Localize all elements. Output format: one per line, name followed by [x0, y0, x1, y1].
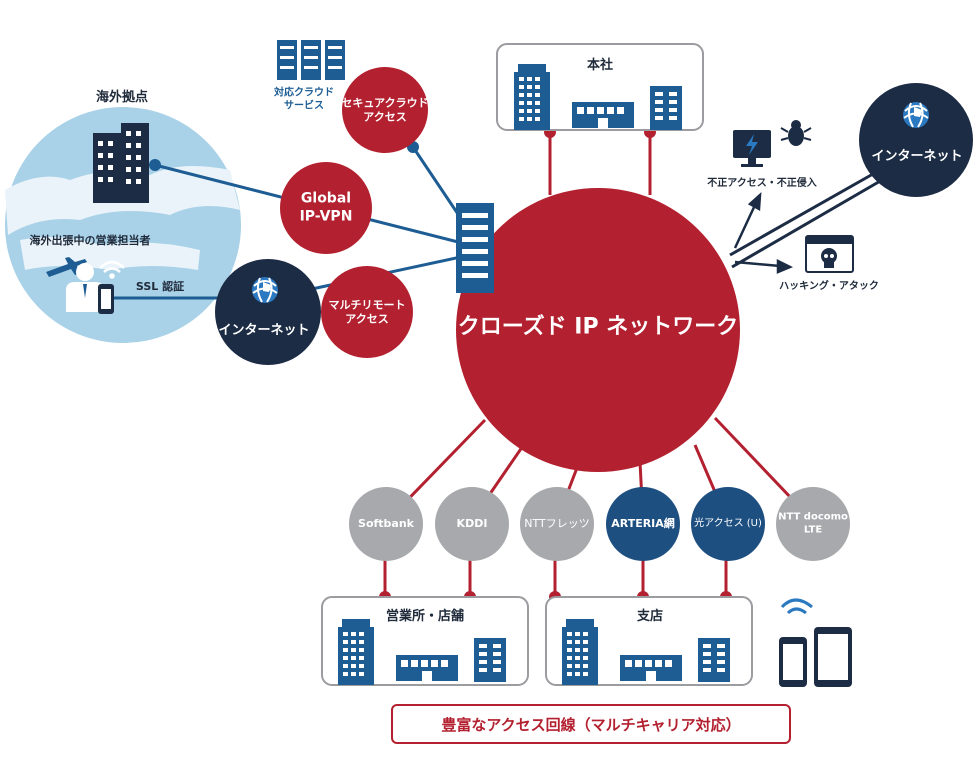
- footer-label: 豊富なアクセス回線（マルチキャリア対応）: [441, 715, 741, 734]
- wifi-icon: [99, 260, 125, 279]
- carrier-label: KDDI: [456, 517, 488, 531]
- internet-right-label: インターネット: [871, 148, 963, 164]
- threat-arrows: [733, 191, 794, 274]
- internet-right-links: [729, 168, 883, 269]
- hq-links: [548, 132, 652, 195]
- carrier-label: 光アクセス (U): [694, 517, 762, 529]
- closed-ip-network-circle: [456, 188, 740, 472]
- computer-warning-icon: [733, 130, 771, 167]
- building-icon: [562, 619, 598, 685]
- salesperson-icon: [66, 263, 104, 312]
- branch-label: 支店: [636, 608, 664, 624]
- globe-icon: [902, 101, 930, 129]
- carrier-label: NTT docomo LTE: [778, 511, 848, 536]
- building-icon: [396, 655, 458, 681]
- tablet-icon: [814, 627, 852, 687]
- building-icon: [698, 638, 730, 682]
- wifi-icon: [780, 598, 813, 615]
- threat-intrusion-label: 不正アクセス・不正侵入: [707, 177, 817, 189]
- headquarters-label: 本社: [586, 57, 614, 73]
- carrier-kddi: [435, 487, 509, 561]
- branch-label: 営業所・店舗: [385, 608, 465, 624]
- internet-left-label: インターネット: [218, 322, 310, 338]
- carrier-ntt-docomo: [776, 487, 850, 561]
- cloud-access-circle: [342, 67, 428, 153]
- carrier-softbank: [349, 487, 423, 561]
- building-icon: [572, 102, 634, 128]
- carrier-hikari-access: [691, 487, 765, 561]
- bug-icon: [780, 120, 812, 146]
- cloud-access-label: セキュアクラウド アクセス: [341, 96, 429, 123]
- global-vpn-label: Global IP-VPN: [299, 190, 353, 225]
- building-icon: [514, 64, 550, 130]
- building-icon: [620, 655, 682, 681]
- server-icon: [456, 203, 494, 293]
- salesperson-label: 海外出張中の営業担当者: [29, 234, 151, 248]
- carrier-label: NTTフレッツ: [524, 517, 590, 531]
- overseas-base-label: 海外拠点: [95, 89, 149, 105]
- multi-remote-circle: [321, 266, 413, 358]
- smartphone-icon: [98, 284, 114, 314]
- building-icon: [93, 123, 149, 203]
- smartphone-icon: [779, 637, 807, 687]
- cloud-server-label: 対応クラウド サービス: [274, 87, 334, 112]
- threat-hacking-label: ハッキング・アタック: [779, 280, 879, 292]
- building-icon: [650, 86, 682, 130]
- building-icon: [338, 619, 374, 685]
- carrier-arteria: [606, 487, 680, 561]
- global-vpn-circle: [280, 162, 372, 254]
- carrier-ntt-flets: [520, 487, 594, 561]
- internet-right-circle: [859, 83, 973, 197]
- carrier-label: Softbank: [358, 517, 414, 531]
- internet-left-circle: [215, 259, 321, 365]
- carrier-label: ARTERIA網: [611, 517, 675, 531]
- center-label: クローズド IP ネットワーク: [457, 314, 739, 340]
- skull-browser-icon: [805, 235, 854, 273]
- multi-remote-label: マルチリモート アクセス: [328, 298, 406, 325]
- building-icon: [474, 638, 506, 682]
- carrier-circles: [349, 487, 850, 561]
- ssl-label: SSL 認証: [135, 280, 185, 294]
- footer-box: 豊富なアクセス回線（マルチキャリア対応）: [391, 704, 791, 744]
- overseas-node-dot: [149, 159, 161, 171]
- server-icon: [277, 40, 345, 80]
- globe-icon: [251, 276, 279, 304]
